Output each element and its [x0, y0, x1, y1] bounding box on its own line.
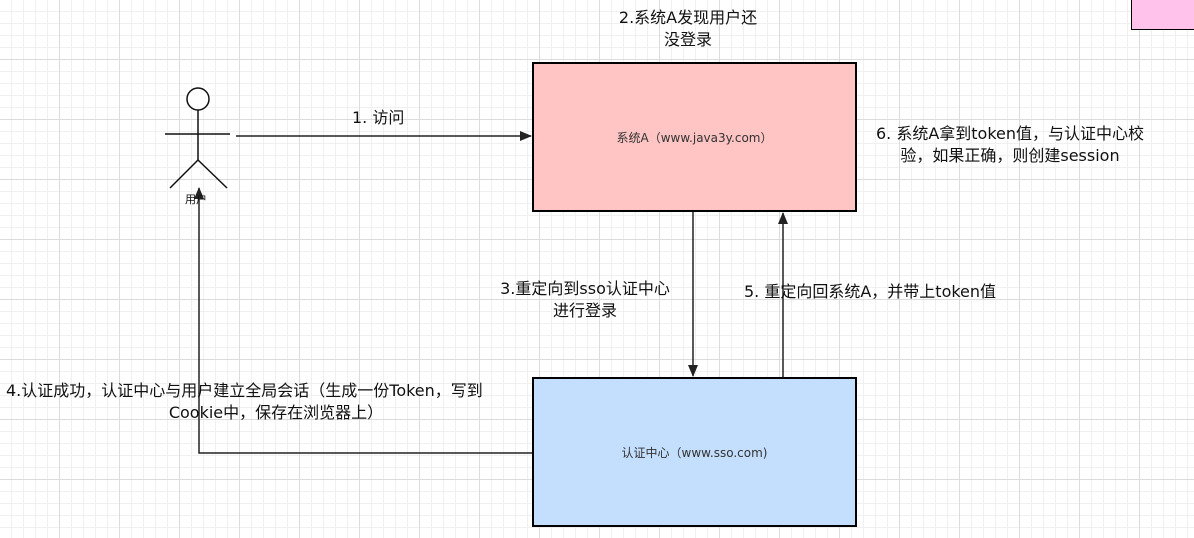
step6-line1: 6. 系统A拿到token值，与认证中心校: [875, 124, 1145, 143]
step1-text: 1. 访问: [352, 108, 405, 127]
corner-shape: [1131, 0, 1194, 30]
step6-line2: 验，如果正确，则创建session: [900, 146, 1120, 165]
step6-label: 6. 系统A拿到token值，与认证中心校 验，如果正确，则创建session: [855, 123, 1165, 167]
step2-label: 2.系统A发现用户还 没登录: [593, 7, 783, 51]
arrow-auth-success: [194, 187, 532, 454]
step5-label: 5. 重定向回系统A，并带上token值: [744, 281, 996, 303]
step2-line1: 2.系统A发现用户还: [618, 8, 758, 27]
step4-label: 4.认证成功，认证中心与用户建立全局会话（生成一份Token，写到 Cookie…: [6, 380, 546, 424]
step4-line2: Cookie中，保存在浏览器上）: [168, 403, 384, 422]
step2-line2: 没登录: [663, 30, 712, 49]
user-actor-icon: [165, 87, 230, 189]
step3-line1: 3.重定向到sso认证中心: [500, 279, 670, 298]
step4-line1: 4.认证成功，认证中心与用户建立全局会话（生成一份Token，写到: [6, 381, 483, 400]
sso-label: 认证中心（www.sso.com): [621, 445, 768, 460]
user-label: 用户: [185, 193, 207, 206]
system-a-box: 系统A（www.java3y.com）: [532, 62, 857, 212]
step1-label: 1. 访问: [352, 107, 404, 129]
step3-line2: 进行登录: [552, 301, 617, 320]
step5-text: 5. 重定向回系统A，并带上token值: [744, 282, 997, 301]
sso-box: 认证中心（www.sso.com): [532, 377, 857, 527]
system-a-label: 系统A（www.java3y.com）: [616, 130, 773, 145]
step3-label: 3.重定向到sso认证中心 进行登录: [485, 278, 685, 322]
